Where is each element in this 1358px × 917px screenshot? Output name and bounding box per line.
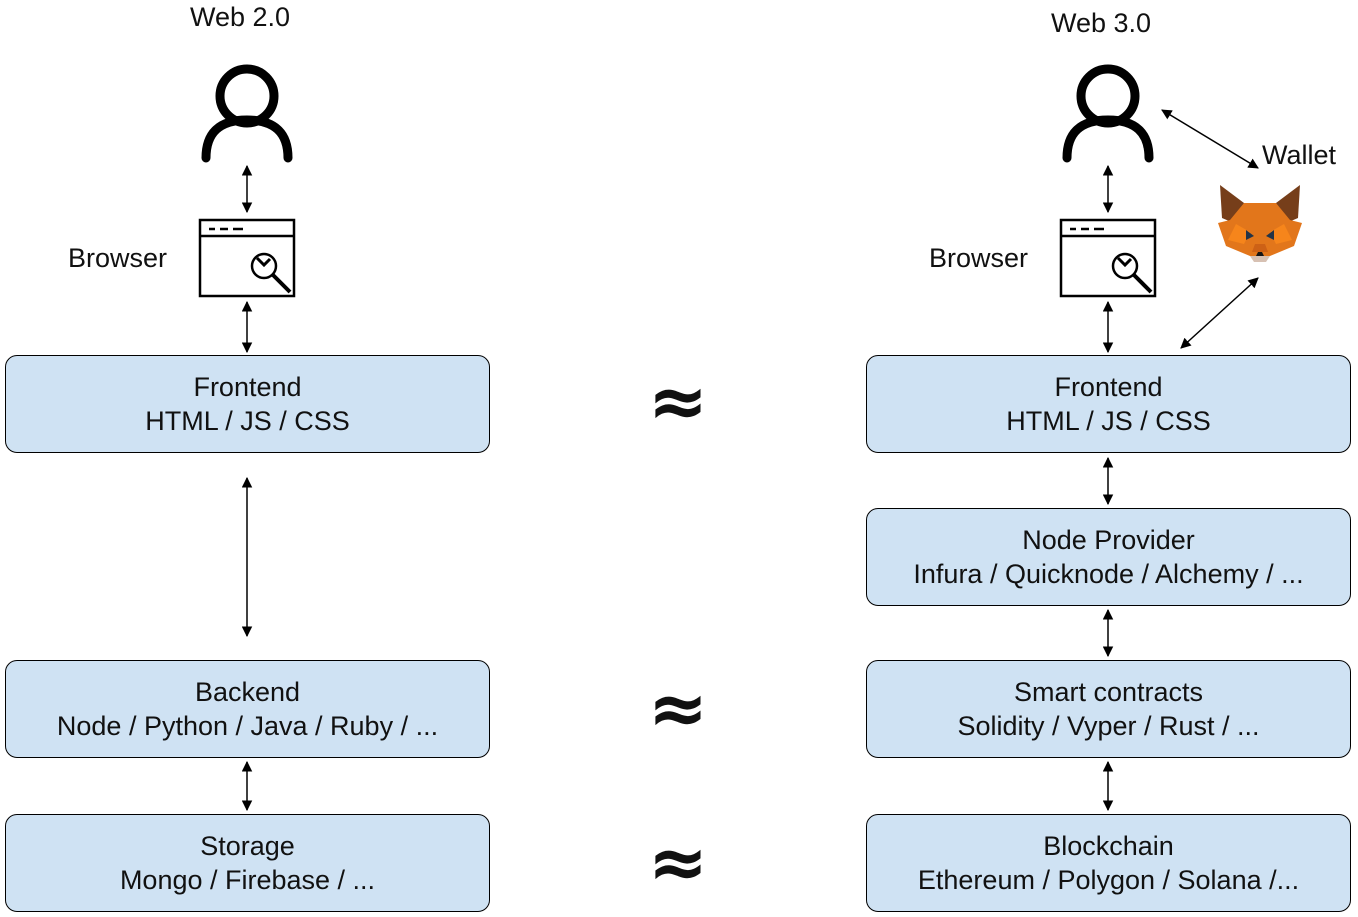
web2-frontend-box: Frontend HTML / JS / CSS [5,355,490,453]
web3-frontend-box: Frontend HTML / JS / CSS [866,355,1351,453]
web3-browser-wrench-icon [1059,218,1157,298]
web3-node-provider-box: Node Provider Infura / Quicknode / Alche… [866,508,1351,606]
web2-browser-wrench-icon [198,218,296,298]
web3-node-provider-title: Node Provider [1022,525,1195,555]
web3-node-provider-subtitle: Infura / Quicknode / Alchemy / ... [913,559,1304,589]
approx-symbol-backend: ≈ [647,666,709,750]
metamask-fox-icon [1218,185,1302,262]
web2-backend-subtitle: Node / Python / Java / Ruby / ... [56,711,439,741]
web2-user-icon [201,64,293,163]
web2-storage-subtitle: Mongo / Firebase / ... [119,865,376,895]
web3-title: Web 3.0 [1051,8,1152,38]
web3-smart-contracts-box: Smart contracts Solidity / Vyper / Rust … [866,660,1351,758]
web3-browser-label: Browser [929,243,1029,273]
web2-storage-title: Storage [200,831,295,861]
web3-smart-contracts-subtitle: Solidity / Vyper / Rust / ... [957,711,1260,741]
approx-symbol-frontend: ≈ [647,359,709,443]
web2-frontend-subtitle: HTML / JS / CSS [145,406,350,436]
web2-backend-box: Backend Node / Python / Java / Ruby / ..… [5,660,490,758]
web2-frontend-title: Frontend [193,372,302,402]
web2-storage-box: Storage Mongo / Firebase / ... [5,814,490,912]
web3-blockchain-box: Blockchain Ethereum / Polygon / Solana /… [866,814,1351,912]
arrow-wallet-frontend [1180,277,1259,349]
web2-browser-label: Browser [68,243,168,273]
wallet-label: Wallet [1262,140,1337,170]
web3-frontend-title: Frontend [1054,372,1163,402]
arrow-user-wallet [1161,109,1259,169]
web3-blockchain-title: Blockchain [1043,831,1174,861]
web3-frontend-subtitle: HTML / JS / CSS [1006,406,1211,436]
web3-smart-contracts-title: Smart contracts [1013,677,1204,707]
web3-blockchain-subtitle: Ethereum / Polygon / Solana /... [917,865,1300,895]
approx-symbol-storage: ≈ [647,820,709,904]
web2-title: Web 2.0 [190,2,291,32]
web3-user-icon [1062,64,1154,163]
web2-backend-title: Backend [194,677,301,707]
